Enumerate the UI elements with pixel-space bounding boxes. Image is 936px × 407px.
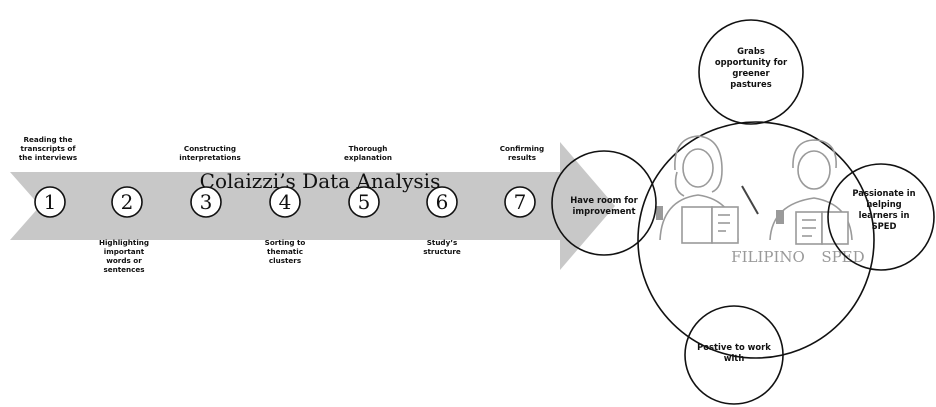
step-3-number: 3: [200, 190, 213, 214]
step-5: 5: [348, 186, 380, 218]
svg-text:Highlighting: Highlighting: [99, 238, 149, 247]
step-6-label: Study’s structure: [423, 238, 461, 256]
svg-text:interpretations: interpretations: [179, 153, 241, 162]
step-5-label: Thorough explanation: [344, 144, 392, 162]
center-circle: [637, 121, 875, 359]
step-1-number: 1: [44, 190, 57, 214]
svg-text:SPED: SPED: [872, 221, 897, 231]
svg-text:Constructing: Constructing: [184, 144, 236, 153]
step-4-label: Sorting to thematic clusters: [265, 238, 306, 265]
svg-text:Confirming: Confirming: [500, 144, 544, 153]
svg-text:learners in: learners in: [859, 210, 910, 220]
step-7: 7: [504, 186, 536, 218]
svg-text:sentences: sentences: [103, 265, 144, 274]
svg-text:thematic: thematic: [267, 247, 303, 256]
step-4-number: 4: [279, 190, 292, 214]
process-arrow: [10, 142, 615, 270]
step-1: 1: [34, 186, 66, 218]
teachers-illustration: [656, 135, 853, 245]
petal-left: Have room for improvement: [551, 150, 657, 256]
svg-text:explanation: explanation: [344, 153, 392, 162]
svg-text:the interviews: the interviews: [19, 153, 77, 162]
svg-text:Sorting to: Sorting to: [265, 238, 306, 247]
svg-text:Thorough: Thorough: [349, 144, 388, 153]
petal-top: Grabs opportunity for greener pastures: [698, 19, 804, 125]
step-6-number: 6: [436, 190, 449, 214]
step-2-number: 2: [121, 190, 134, 214]
female-teacher-icon: [656, 135, 739, 244]
pointer-stick: [741, 185, 759, 215]
step-5-number: 5: [358, 190, 371, 214]
step-3: 3: [190, 186, 222, 218]
svg-text:Reading the: Reading the: [23, 135, 72, 144]
svg-text:Study’s: Study’s: [427, 238, 458, 247]
diagram-title: Colaizzi’s Data Analysis: [200, 169, 441, 193]
petal-right: Passionate in helping learners in SPED: [827, 163, 935, 271]
petal-bottom: Postive to work with: [684, 305, 784, 405]
svg-text:clusters: clusters: [269, 256, 301, 265]
step-1-label: Reading the transcripts of the interview…: [19, 135, 77, 162]
svg-text:with: with: [724, 353, 745, 363]
step-2: 2: [111, 186, 143, 218]
svg-text:helping: helping: [866, 199, 901, 209]
step-3-label: Constructing interpretations: [179, 144, 241, 162]
svg-text:Grabs: Grabs: [737, 46, 765, 56]
center-label-sped: SPED: [821, 248, 864, 266]
center-label-filipino: FILIPINO: [731, 248, 805, 266]
step-7-number: 7: [514, 190, 527, 214]
svg-text:words or: words or: [106, 256, 142, 265]
svg-text:Passionate in: Passionate in: [852, 188, 915, 198]
svg-text:improvement: improvement: [573, 206, 636, 216]
svg-text:results: results: [508, 153, 536, 162]
svg-text:Have room for: Have room for: [570, 195, 638, 205]
svg-text:opportunity for: opportunity for: [715, 57, 788, 67]
svg-text:pastures: pastures: [730, 79, 771, 89]
step-2-label: Highlighting important words or sentence…: [99, 238, 149, 274]
step-7-label: Confirming results: [500, 144, 544, 162]
step-4: 4: [269, 186, 301, 218]
svg-text:greener: greener: [732, 68, 770, 78]
svg-text:Postive to work: Postive to work: [697, 342, 771, 352]
svg-text:structure: structure: [423, 247, 461, 256]
svg-text:transcripts of: transcripts of: [21, 144, 77, 153]
svg-text:important: important: [104, 247, 145, 256]
step-6: 6: [426, 186, 458, 218]
